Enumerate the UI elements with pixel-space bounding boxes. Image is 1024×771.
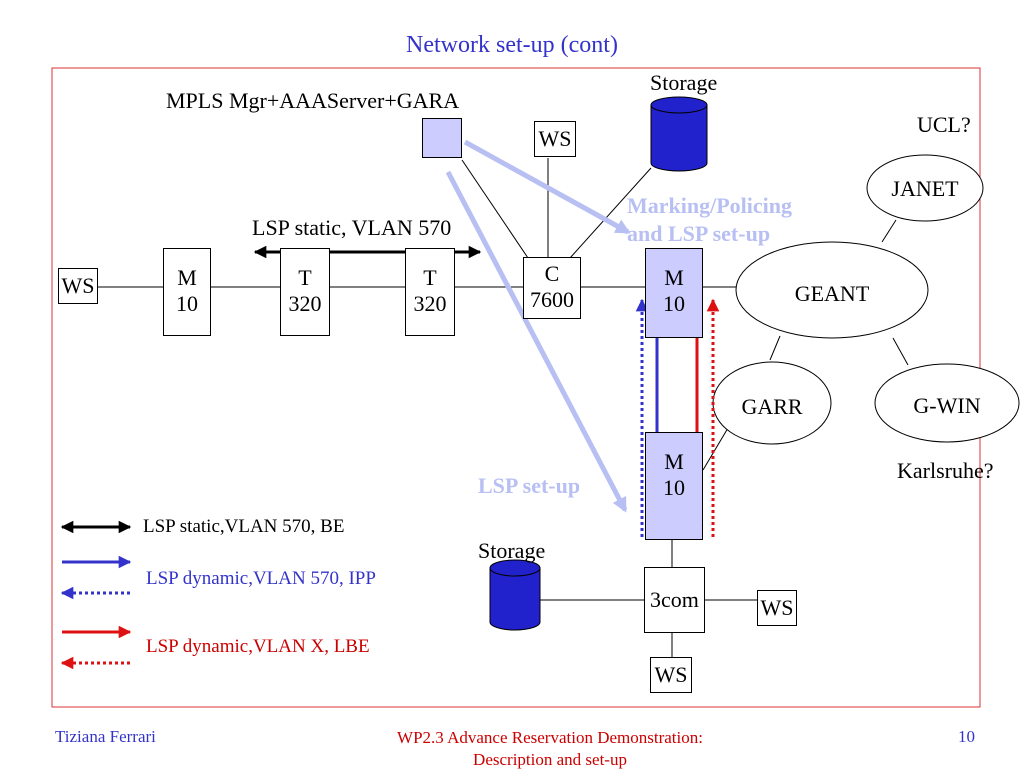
mpls-manager-box	[422, 118, 462, 158]
legend-ipp-text: LSP dynamic,VLAN 570, IPP	[146, 568, 376, 589]
marking-policing-label: Marking/Policing and LSP set-up	[627, 192, 792, 248]
footer-page-number: 10	[958, 727, 975, 746]
m10-b-line1: M	[664, 265, 684, 290]
m10-router-a: M 10	[163, 248, 211, 336]
t320-b-line2: 320	[413, 291, 447, 316]
footer-title-line2: Description and set-up	[473, 750, 627, 769]
karlsruhe-label: Karlsruhe?	[897, 458, 994, 483]
m10-router-c: M 10	[645, 432, 703, 540]
3com-switch: 3com	[644, 567, 705, 633]
gwin-label: G-WIN	[913, 393, 981, 418]
m10-router-b: M 10	[645, 248, 703, 338]
lsp-static-label: LSP static, VLAN 570	[252, 215, 452, 240]
slide-title: Network set-up (cont)	[406, 32, 618, 58]
ws-left-node: WS	[58, 268, 98, 304]
m10-c-line2: 10	[663, 475, 685, 500]
storage-bottom-label: Storage	[478, 538, 546, 563]
t320-a-line1: T	[298, 265, 312, 290]
legend-static-text: LSP static,VLAN 570, BE	[143, 516, 345, 537]
signalling-arrow-lsp-setup	[445, 170, 628, 513]
c7600-line2: 7600	[530, 287, 574, 312]
link-geant-janet	[881, 219, 897, 243]
m10-b-line2: 10	[663, 291, 685, 316]
link-geant-garr	[769, 335, 781, 361]
link-m10-garr	[702, 427, 729, 471]
mpls-manager-label: MPLS Mgr+AAAServer+GARA	[166, 88, 460, 113]
t320-router-b: T 320	[405, 248, 455, 336]
footer-title-line1: WP2.3 Advance Reservation Demonstration:	[397, 728, 703, 747]
link-storage-c7600	[569, 167, 652, 259]
m10-a-line1: M	[177, 265, 197, 290]
geant-cloud	[735, 241, 929, 339]
marking-line1: Marking/Policing	[627, 193, 792, 218]
geant-label: GEANT	[794, 281, 870, 306]
storage-top-label: Storage	[650, 70, 718, 95]
t320-router-a: T 320	[280, 248, 330, 336]
signalling-arrow-marking	[463, 139, 631, 235]
garr-label: GARR	[741, 394, 803, 419]
link-mgr-c7600	[461, 159, 529, 259]
ucl-label: UCL?	[917, 112, 971, 137]
m10-c-line1: M	[664, 449, 684, 474]
c7600-switch: C 7600	[523, 257, 581, 319]
footer-title: WP2.3 Advance Reservation Demonstration:…	[300, 727, 800, 771]
t320-b-line1: T	[423, 265, 437, 290]
janet-label: JANET	[891, 176, 959, 201]
storage-bottom-icon	[489, 559, 541, 631]
ws-right-node: WS	[757, 590, 797, 626]
ws-bottom-node: WS	[650, 657, 692, 693]
ws-top-node: WS	[534, 121, 576, 157]
legend-lbe-text: LSP dynamic,VLAN X, LBE	[146, 636, 370, 657]
link-geant-gwin	[892, 337, 909, 366]
gwin-cloud	[874, 363, 1020, 443]
m10-a-line2: 10	[176, 291, 198, 316]
c7600-line1: C	[544, 261, 560, 286]
janet-cloud	[866, 154, 984, 222]
lsp-setup-label: LSP set-up	[478, 473, 581, 498]
marking-line2: and LSP set-up	[627, 221, 771, 246]
storage-top-icon	[650, 96, 708, 172]
footer-author: Tiziana Ferrari	[55, 727, 156, 746]
t320-a-line2: 320	[288, 291, 322, 316]
